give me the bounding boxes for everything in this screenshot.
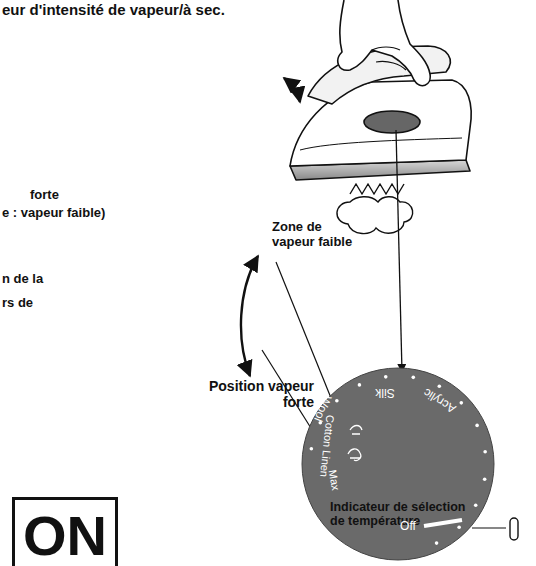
legend-text: forte [30, 188, 110, 203]
iron-dial [364, 111, 420, 133]
iron [284, 0, 471, 180]
steam [337, 184, 413, 234]
dial-setting: Off [400, 520, 416, 534]
dial-dot [460, 401, 464, 405]
dial-pointer-line [396, 130, 402, 372]
dial-dot [335, 399, 339, 403]
body-text: n de la [2, 272, 92, 287]
dial-dot [483, 450, 487, 454]
hand [338, 0, 430, 86]
leader-line [472, 527, 506, 528]
dial-dot [457, 526, 461, 530]
temperature-dial [302, 368, 494, 560]
iron-side-panel [300, 138, 462, 150]
zone-label: Zone de vapeur faible [272, 220, 358, 250]
dial-setting: Cotton Linen [317, 414, 336, 477]
dial-dot [435, 541, 439, 545]
instruction-text: eur d'intensité de vapeur/à sec. [2, 1, 332, 18]
dial-dot [310, 447, 314, 451]
off-bar [424, 520, 462, 526]
dial-dot [474, 504, 478, 508]
steam-cloud [337, 197, 413, 234]
position-label: Position vapeur forte [196, 378, 314, 410]
steam-jets [350, 184, 404, 194]
rocking-arrow [284, 78, 300, 102]
legend-text: e : vapeur faible) [2, 206, 202, 221]
dial-dot [475, 424, 479, 428]
temperature-indicator [510, 518, 518, 540]
steam-icon [350, 426, 362, 435]
dial-setting: Silk [375, 385, 394, 399]
dial-dot [483, 477, 487, 481]
dial-dots [310, 375, 487, 545]
dial-dot [411, 376, 415, 380]
dial-dot [358, 383, 362, 387]
warning-word: ON [23, 508, 107, 564]
dial-setting: Acrylic [421, 385, 458, 415]
dial-dot [384, 375, 388, 379]
warning-box: ON [12, 497, 118, 566]
body-text: rs de [2, 296, 92, 311]
hand-fingers [372, 47, 406, 70]
dial-setting: Max [326, 469, 342, 492]
range-arrow [241, 256, 258, 376]
dial-dot [438, 385, 442, 389]
steam-icon [348, 449, 361, 461]
